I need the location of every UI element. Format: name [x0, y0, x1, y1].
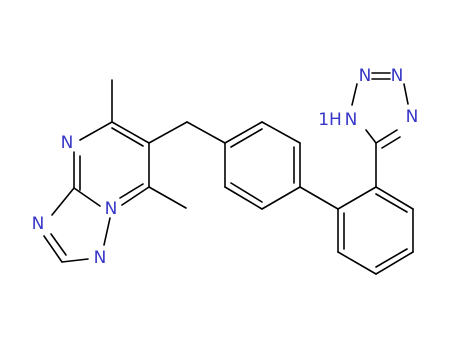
bond [119, 183, 144, 199]
bond [61, 258, 89, 263]
bond [224, 186, 263, 210]
bond [111, 127, 144, 147]
bond [337, 186, 377, 210]
bond [51, 187, 75, 216]
bond [230, 182, 263, 203]
bond [375, 251, 414, 275]
nitrogen-atom-label: N [406, 107, 419, 127]
bond [79, 121, 113, 141]
nitrogen-atom-label: N [32, 214, 45, 234]
bond [337, 251, 377, 275]
bond [375, 248, 408, 268]
bond [73, 187, 101, 207]
bond [375, 186, 414, 210]
bond [230, 128, 263, 148]
bond [381, 136, 401, 149]
bond [403, 83, 409, 105]
atom-labels: N N N N N N N 1H N [32, 66, 419, 268]
bonds [43, 72, 414, 275]
bond [224, 121, 263, 144]
bond [375, 129, 398, 144]
bond [43, 235, 63, 263]
nitrogen-atom-label: N [94, 248, 107, 268]
bond [103, 217, 111, 246]
bond [351, 83, 358, 106]
nitrogen-atom-label: N [61, 133, 74, 153]
bond [111, 121, 150, 144]
nitrogen-atom-label: N [359, 66, 372, 86]
nitrogen-atom-label: N [391, 66, 404, 86]
bond [299, 186, 339, 210]
nitrogen-atom-label: N [345, 110, 358, 130]
bond [50, 233, 67, 256]
bond [261, 186, 301, 210]
bond [186, 121, 226, 144]
nh-hydrogen-label: 1H [318, 110, 342, 130]
bond [121, 186, 150, 206]
bond [148, 121, 188, 144]
bond [148, 186, 187, 209]
bond [261, 121, 301, 144]
bond [375, 193, 408, 213]
bond [365, 129, 377, 144]
nitrogen-atom-label: N [105, 199, 118, 219]
